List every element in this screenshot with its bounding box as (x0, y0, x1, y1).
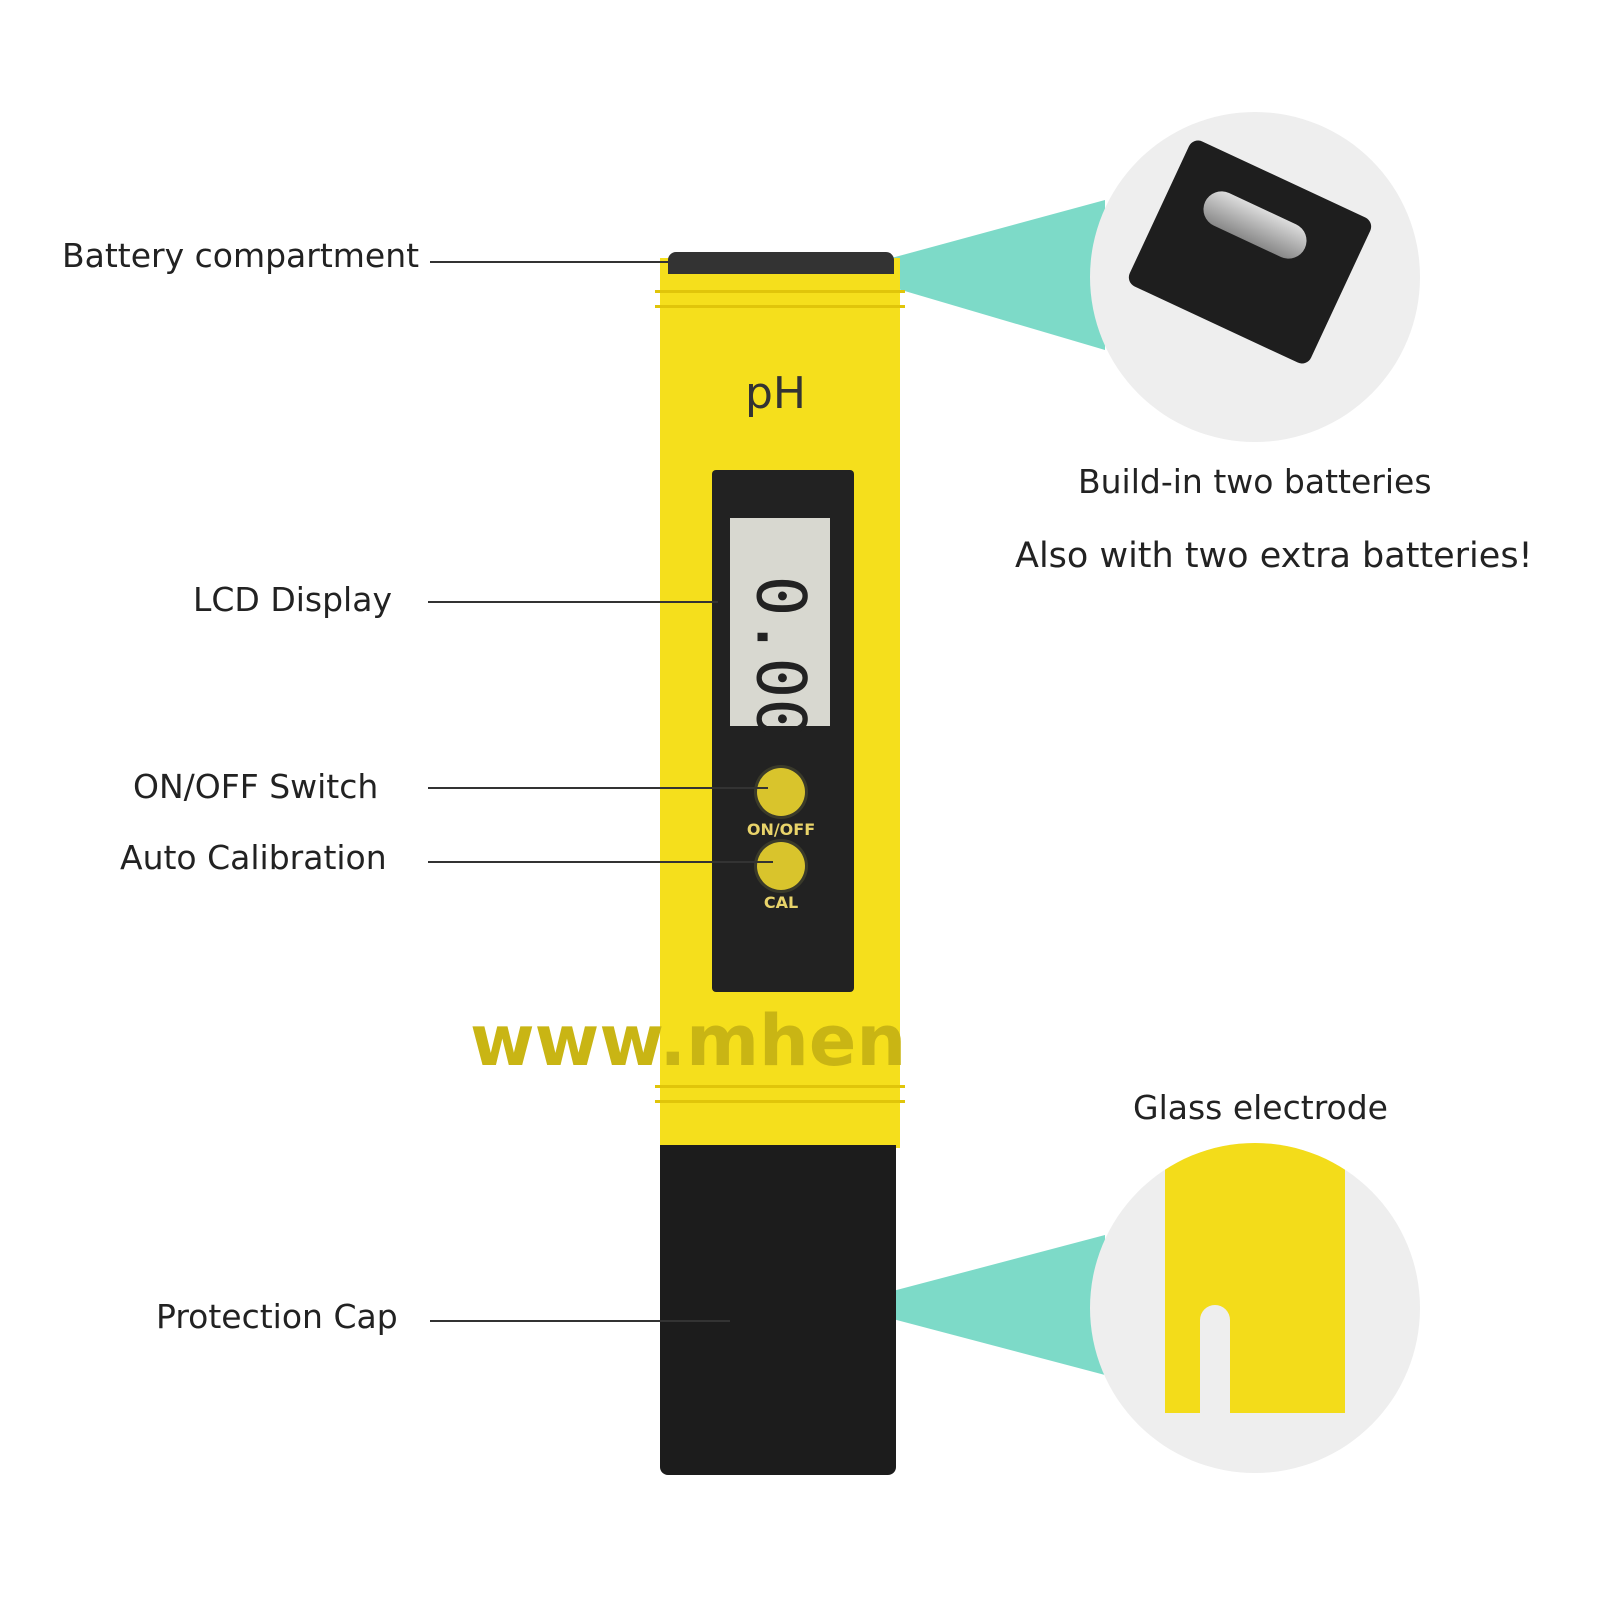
cal-button-label: CAL (763, 893, 799, 912)
grip-rib (655, 290, 905, 293)
electrode-tip (1165, 1143, 1345, 1413)
battery-detail-image (1090, 112, 1420, 442)
battery-holder (1125, 137, 1375, 367)
label-protection-cap: Protection Cap (156, 1297, 398, 1336)
leader-line (430, 1320, 730, 1322)
leader-line (428, 861, 773, 863)
lcd-display (730, 518, 830, 726)
label-build-in-batteries: Build-in two batteries (1078, 462, 1432, 501)
electrode-callout-beam (840, 1235, 1105, 1375)
cal-button[interactable] (757, 842, 805, 890)
electrode-detail-image (1090, 1143, 1420, 1473)
grip-rib (655, 1085, 905, 1088)
label-extra-batteries: Also with two extra batteries! (1015, 536, 1533, 576)
leader-line (428, 787, 768, 789)
grip-rib (655, 1100, 905, 1103)
label-lcd-display: LCD Display (193, 580, 392, 619)
label-glass-electrode: Glass electrode (1133, 1088, 1388, 1127)
onoff-button-label: ON/OFF (746, 820, 816, 839)
lcd-reading: 0.00 (740, 575, 820, 740)
protection-cap (660, 1145, 896, 1475)
leader-line (428, 601, 718, 603)
battery-callout-beam (840, 200, 1105, 350)
meter-title: pH (745, 368, 807, 419)
grip-rib (655, 305, 905, 308)
watermark: www.mhen (470, 1000, 907, 1082)
leader-line (430, 261, 670, 263)
electrode-slot (1200, 1305, 1230, 1415)
label-battery-compartment: Battery compartment (62, 236, 420, 275)
label-onoff-switch: ON/OFF Switch (133, 767, 379, 806)
label-auto-calibration: Auto Calibration (120, 838, 387, 877)
onoff-button[interactable] (757, 768, 805, 816)
battery-compartment (668, 252, 894, 274)
